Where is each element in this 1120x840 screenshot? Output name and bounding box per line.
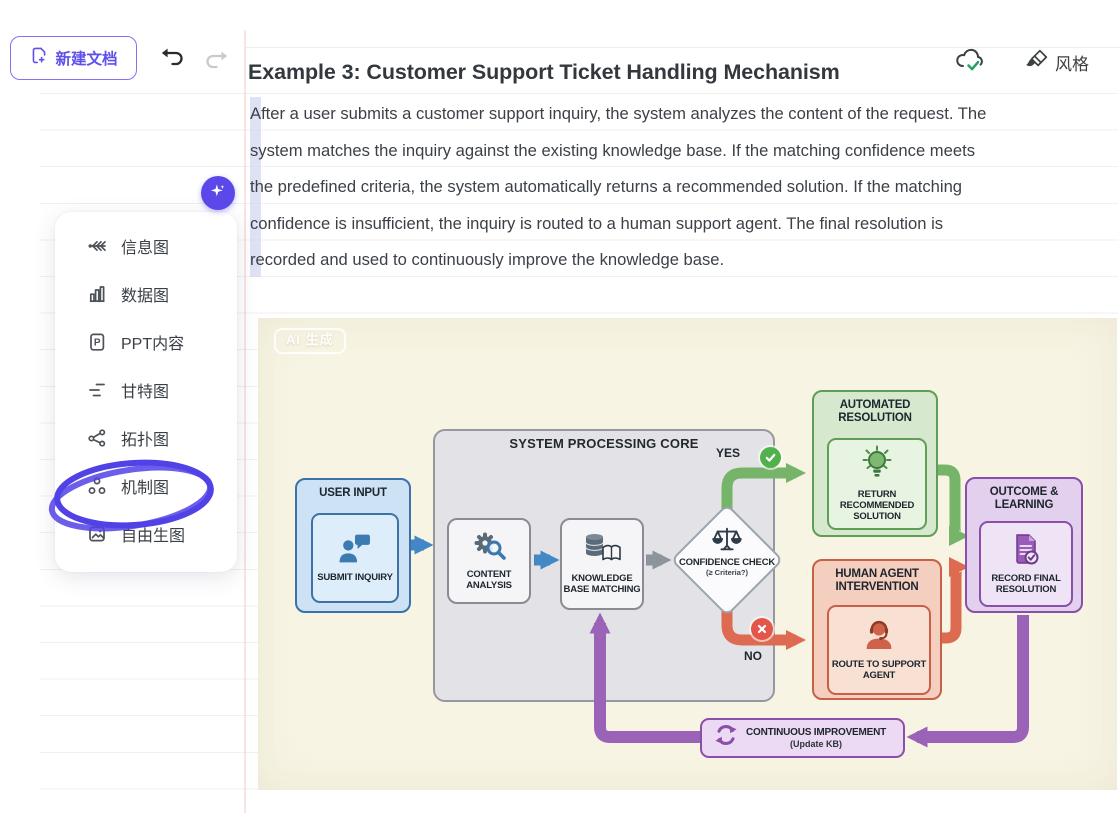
content-analysis-node: CONTENT ANALYSIS — [447, 518, 531, 604]
bar-chart-icon — [87, 284, 107, 304]
submit-inquiry-caption: SUBMIT INQUIRY — [317, 572, 393, 584]
menu-item-label: 拓扑图 — [121, 432, 170, 449]
menu-item-data-chart[interactable]: 数据图 — [55, 270, 237, 318]
knowledge-base-matching-node: KNOWLEDGE BASE MATCHING — [560, 518, 644, 610]
paragraph-line: After a user submits a customer support … — [250, 104, 987, 123]
sparkle-icon — [208, 181, 228, 206]
fishbone-icon — [87, 236, 107, 256]
ai-assistant-button[interactable] — [201, 176, 235, 210]
confidence-check-content: CONFIDENCE CHECK (≥ Criteria?) — [677, 525, 777, 578]
menu-item-gantt[interactable]: 甘特图 — [55, 366, 237, 414]
confidence-check-title: CONFIDENCE CHECK — [678, 557, 776, 569]
outcome-learning-node: OUTCOME & LEARNING RECORD FINAL RESOLUTI… — [965, 477, 1083, 613]
menu-item-free-image[interactable]: 自由生图 — [55, 510, 237, 558]
menu-item-mechanism[interactable]: 机制图 — [55, 462, 237, 510]
lightbulb-icon — [861, 445, 893, 486]
refresh-cycle-icon — [714, 723, 738, 752]
paragraph-line: system matches the inquiry against the e… — [250, 140, 975, 160]
continuous-improvement-node: CONTINUOUS IMPROVEMENT (Update KB) — [700, 718, 905, 758]
no-branch-label: NO — [744, 649, 762, 663]
style-button[interactable]: 风格 — [1026, 48, 1089, 76]
record-resolution-caption: RECORD FINAL RESOLUTION — [991, 573, 1061, 596]
menu-item-label: PPT内容 — [121, 336, 185, 353]
route-agent-step: ROUTE TO SUPPORT AGENT — [827, 605, 931, 695]
redo-button[interactable] — [203, 48, 229, 77]
menu-item-label: 机制图 — [121, 480, 170, 497]
cloud-sync-status-icon[interactable] — [953, 45, 987, 80]
document-check-icon — [1011, 532, 1041, 571]
mechanism-icon — [87, 476, 107, 496]
return-solution-step: RETURN RECOMMENDED SOLUTION — [827, 438, 927, 530]
menu-item-infographic[interactable]: 信息图 — [55, 222, 237, 270]
gear-magnifier-icon — [471, 530, 507, 567]
menu-item-topology[interactable]: 拓扑图 — [55, 414, 237, 462]
new-document-label: 新建文档 — [55, 51, 118, 68]
document-paragraph[interactable]: After a user submits a customer support … — [250, 96, 1120, 279]
page-margin-line — [244, 30, 246, 813]
paintbrush-icon — [1026, 48, 1049, 76]
paragraph-line: recorded and used to continuously improv… — [250, 250, 725, 270]
menu-item-label: 甘特图 — [121, 384, 170, 401]
submit-inquiry-step: SUBMIT INQUIRY — [311, 513, 399, 603]
style-label: 风格 — [1055, 54, 1089, 74]
topology-icon — [87, 428, 107, 448]
human-agent-title: HUMAN AGENT INTERVENTION — [835, 568, 919, 594]
route-agent-caption: ROUTE TO SUPPORT AGENT — [831, 658, 927, 681]
automated-resolution-title: AUTOMATED RESOLUTION — [838, 399, 912, 425]
human-agent-node: HUMAN AGENT INTERVENTION ROUTE TO SUPPOR… — [812, 559, 942, 700]
ai-generated-watermark: AI 生成 — [274, 328, 346, 354]
paragraph-gutter-highlight — [250, 97, 261, 277]
balance-scale-icon — [711, 527, 743, 557]
ppt-doc-icon: P — [87, 332, 107, 352]
no-x-icon — [751, 618, 773, 640]
core-title: SYSTEM PROCESSING CORE — [509, 436, 699, 451]
person-chat-icon — [336, 532, 374, 570]
paragraph-line: the predefined criteria, the system auto… — [250, 177, 963, 197]
menu-item-ppt-content[interactable]: P PPT内容 — [55, 318, 237, 366]
yes-branch-label: YES — [716, 446, 741, 460]
user-input-title: USER INPUT — [319, 487, 387, 499]
svg-text:P: P — [94, 337, 101, 348]
record-resolution-step: RECORD FINAL RESOLUTION — [979, 521, 1073, 607]
kb-matching-caption: KNOWLEDGE BASE MATCHING — [563, 572, 641, 595]
outcome-learning-title: OUTCOME & LEARNING — [989, 486, 1059, 512]
automated-resolution-node: AUTOMATED RESOLUTION RETURN RECOMMENDED … — [812, 390, 938, 537]
generation-type-menu: 信息图 数据图 P PPT内容 甘特图 拓扑图 — [55, 212, 237, 572]
page-top-rule — [246, 47, 1120, 48]
continuous-improvement-text: CONTINUOUS IMPROVEMENT (Update KB) — [746, 727, 886, 749]
content-analysis-caption: CONTENT ANALYSIS — [466, 569, 512, 592]
yes-check-icon — [760, 447, 781, 468]
document-heading: Example 3: Customer Support Ticket Handl… — [248, 60, 840, 84]
continuous-improvement-subtitle: (Update KB) — [790, 738, 843, 749]
menu-item-label: 信息图 — [121, 240, 170, 257]
menu-item-label: 数据图 — [121, 288, 170, 305]
paragraph-line: confidence is insufficient, the inquiry … — [250, 213, 944, 233]
database-book-icon — [581, 532, 623, 570]
continuous-improvement-title: CONTINUOUS IMPROVEMENT — [746, 727, 887, 739]
new-document-icon — [29, 46, 48, 70]
confidence-check-subtitle: (≥ Criteria?) — [705, 568, 749, 578]
mechanism-diagram-image[interactable]: AI 生成 SYSTEM PROCESSING CORE USER INPUT — [258, 318, 1117, 790]
new-document-button[interactable]: 新建文档 — [10, 36, 137, 80]
return-solution-caption: RETURN RECOMMENDED SOLUTION — [839, 488, 915, 522]
image-icon — [87, 524, 107, 544]
menu-item-label: 自由生图 — [121, 528, 186, 545]
gantt-icon — [87, 380, 107, 400]
flow-connectors — [398, 463, 1029, 748]
user-input-node: USER INPUT SUBMIT INQUIRY — [295, 478, 411, 613]
support-agent-headset-icon — [861, 618, 897, 656]
undo-button[interactable] — [160, 45, 186, 74]
